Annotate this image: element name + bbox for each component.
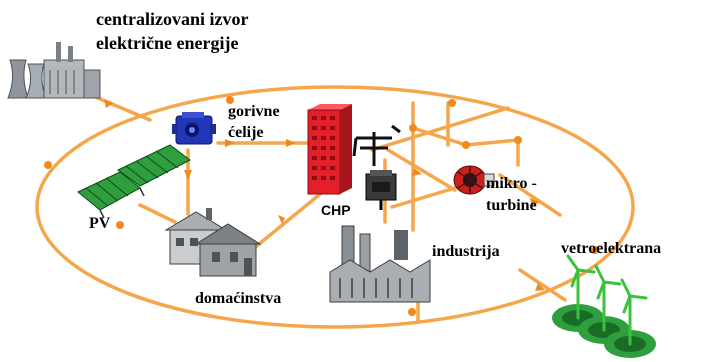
microturbine-icon xyxy=(453,165,495,195)
flow-arrows xyxy=(104,99,545,291)
transformer-icon xyxy=(365,170,397,210)
solar-panel-icon xyxy=(77,144,191,219)
pv-label: PV xyxy=(89,215,111,232)
wind-farm-label: vetroelektrana xyxy=(561,240,662,257)
fuel-cells-line1: gorivne xyxy=(228,103,280,120)
microturbines-label: mikro - turbine xyxy=(486,175,537,214)
house-icon xyxy=(164,208,262,277)
central-source-line2: električne energije xyxy=(96,32,239,53)
chp-label: CHP xyxy=(321,202,351,218)
fuel-cells-label: gorivne ćelije xyxy=(228,103,280,141)
fuel-cell-icon xyxy=(172,112,216,145)
microturbines-line1: mikro - xyxy=(486,175,537,192)
chp-building-icon xyxy=(307,104,352,195)
factory-icon xyxy=(329,225,431,303)
power-plant-icon xyxy=(7,42,101,99)
microturbines-line2: turbine xyxy=(486,196,537,214)
fuel-cells-line2: ćelije xyxy=(228,123,264,141)
distribution-ring xyxy=(35,85,635,329)
industry-label: industrija xyxy=(432,243,500,260)
wind-turbine-icon xyxy=(552,254,656,358)
households-label: domaćinstva xyxy=(195,290,282,307)
transmission-pylon-icon xyxy=(352,124,401,166)
central-source-line1: centralizovani izvor xyxy=(96,9,249,29)
network-lines xyxy=(53,78,567,322)
central-source-label: centralizovani izvor električne energije xyxy=(96,9,249,54)
network-nodes xyxy=(44,96,599,316)
